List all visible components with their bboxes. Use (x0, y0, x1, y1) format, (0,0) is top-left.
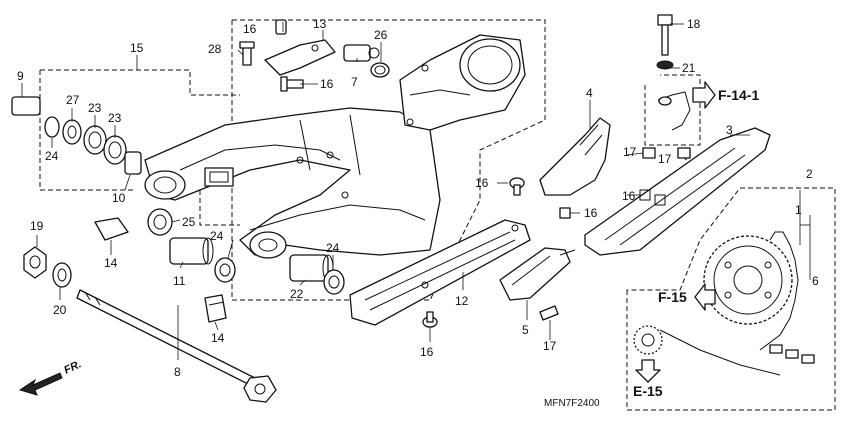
callout-16-right: 16 (584, 206, 598, 220)
callout-14-upper: 14 (104, 256, 118, 270)
o-ring-26 (370, 62, 390, 78)
figure-code: MFN7F2400 (544, 398, 600, 409)
callout-2: 2 (806, 167, 813, 181)
callout-17-upper-left: 17 (623, 145, 637, 159)
chain-case (584, 127, 771, 256)
swingarm (144, 107, 441, 259)
callout-16-upper-mid: 16 (320, 77, 334, 91)
bolt-16-top (275, 19, 287, 35)
callout-20: 20 (53, 303, 67, 317)
chain-guide (499, 247, 576, 301)
bolt-16-mid (509, 177, 525, 196)
callout-24-right: 24 (326, 241, 340, 255)
ref-label-f14-1: F-14-1 (718, 87, 759, 103)
callout-26: 26 (374, 28, 388, 42)
arrow-e15 (635, 359, 661, 383)
pivot-cap-lower (204, 294, 227, 323)
callout-21: 21 (682, 61, 696, 75)
bolt-16-right (559, 207, 571, 219)
callout-8: 8 (174, 365, 181, 379)
pivot-washer (52, 262, 72, 288)
callout-19: 19 (30, 219, 44, 233)
callout-22: 22 (290, 287, 304, 301)
callout-4: 4 (586, 86, 593, 100)
hose-group-outline (644, 74, 701, 146)
callout-23-b: 23 (108, 111, 122, 125)
callout-16-case: 16 (622, 189, 636, 203)
callout-18: 18 (687, 17, 701, 31)
callout-16-mid: 16 (475, 176, 489, 190)
front-arrow (18, 372, 63, 396)
sensor-7 (343, 44, 380, 62)
callout-27: 27 (66, 93, 80, 107)
sprocket-group-outline (626, 187, 836, 411)
callout-9: 9 (17, 69, 24, 83)
front-label: FR. (62, 358, 83, 376)
upper-link-housing (399, 34, 526, 131)
ref-label-e15: E-15 (633, 383, 663, 399)
pivot-bolt (76, 289, 277, 403)
callout-3: 3 (726, 123, 733, 137)
callout-1: 1 (795, 203, 802, 217)
callout-24-left: 24 (45, 149, 59, 163)
callout-16-top: 16 (243, 22, 257, 36)
bolt-16-bottom (422, 311, 438, 328)
callout-11: 11 (173, 274, 186, 288)
callout-17-upper-right: 17 (658, 152, 672, 166)
callout-6: 6 (812, 274, 819, 288)
callout-5: 5 (522, 323, 529, 337)
washer-21 (656, 60, 674, 70)
callout-25: 25 (182, 215, 196, 229)
bearing-stack-left (11, 96, 173, 236)
callout-23-a: 23 (88, 101, 102, 115)
pivot-cap-upper (94, 217, 129, 241)
callout-17-guide: 17 (543, 339, 557, 353)
chain-joint (769, 344, 815, 364)
bolt-16-upper-mid (280, 76, 304, 92)
callout-24-mid: 24 (210, 229, 224, 243)
ref-label-f15: F-15 (658, 289, 687, 305)
rear-sprocket (703, 235, 793, 325)
pivot-nut (23, 246, 47, 279)
callout-13: 13 (313, 17, 327, 31)
callout-7: 7 (351, 75, 358, 89)
callout-12: 12 (455, 294, 469, 308)
callout-28: 28 (208, 42, 222, 56)
callout-16-bottom: 16 (420, 345, 434, 359)
bolt-17-guide (539, 305, 559, 321)
bearing-stack-right (169, 237, 345, 295)
breather-hose (657, 91, 691, 131)
callout-10: 10 (112, 191, 126, 205)
leader-lines (21, 22, 811, 360)
guard-bracket (539, 117, 611, 196)
bolt-28 (239, 41, 255, 66)
chain-slider (349, 219, 531, 326)
callout-15: 15 (130, 41, 144, 55)
arrow-f14 (692, 81, 716, 109)
bolt-18 (657, 14, 673, 56)
arrow-f15 (694, 283, 716, 311)
drive-chain (659, 231, 799, 376)
callout-14-lower: 14 (211, 331, 225, 345)
bolt-13-assembly (264, 39, 336, 76)
drive-sprocket (633, 325, 663, 355)
